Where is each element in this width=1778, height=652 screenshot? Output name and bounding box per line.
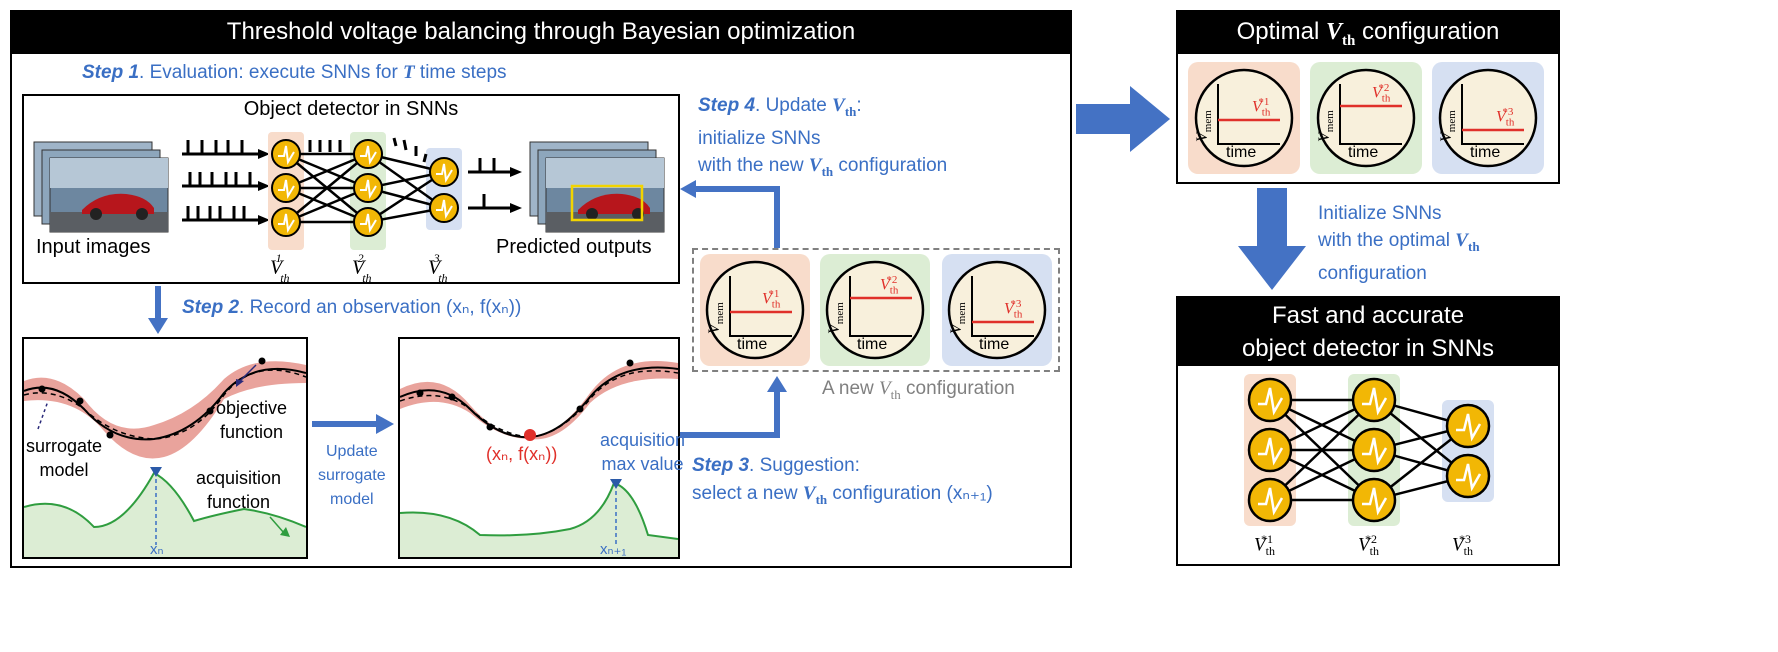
opt-vmem-3: Vmem — [1438, 110, 1459, 142]
step2-arrow — [148, 286, 168, 334]
neurons — [271, 139, 459, 237]
x-n-label: xₙ — [150, 541, 164, 558]
acquisition-area — [24, 473, 306, 557]
observation-point-label: (xₙ, f(xₙ)) — [486, 444, 558, 464]
car-icon — [82, 193, 154, 214]
new-config-box — [692, 248, 1060, 372]
input-spike-trains — [182, 140, 258, 222]
predicted-outputs-label: Predicted outputs — [496, 236, 652, 258]
plot-left — [24, 357, 306, 557]
input-images-label: Input images — [36, 236, 151, 258]
opt-time-3: time — [1470, 144, 1501, 161]
output-image-stack — [529, 141, 665, 233]
plot-right — [400, 359, 678, 557]
step4-arrow — [680, 180, 780, 248]
input-image-stack — [33, 141, 169, 233]
detector-title: Object detector in SNNs — [243, 98, 459, 120]
fast-label-1: Vth*1 — [1254, 532, 1275, 559]
new-observation-point — [524, 429, 536, 441]
optimal-title: Optimal Vth configuration — [1176, 10, 1560, 54]
step1-text: Step 1. Evaluation: execute SNNs for T t… — [82, 62, 507, 83]
detector-network — [33, 132, 665, 250]
new-time-2: time — [857, 336, 888, 353]
opt-time-1: time — [1226, 144, 1257, 161]
layer-label-1: Vth1 — [270, 251, 290, 285]
new-time-1: time — [737, 336, 768, 353]
membrane-plots-optimal — [1194, 68, 1538, 168]
layer-label-2: Vth2 — [352, 251, 372, 285]
new-vmem-1: Vmem — [706, 302, 727, 334]
step2-text: Step 2. Record an observation (xₙ, f(xₙ)… — [182, 297, 522, 318]
x-n1-label: xₙ₊₁ — [600, 541, 627, 558]
new-vmem-2: Vmem — [826, 302, 847, 334]
opt-vmem-2: Vmem — [1316, 110, 1337, 142]
bounding-box — [570, 184, 644, 222]
step3-text: Step 3. Suggestion: select a new Vth con… — [692, 455, 993, 507]
step3-arrow — [680, 376, 787, 438]
new-vth-3: Vth*3 — [1004, 298, 1023, 321]
fast-network — [1244, 374, 1494, 526]
opt-vth-2: Vth*2 — [1372, 82, 1391, 105]
layer-label-3: Vth3 — [428, 251, 448, 285]
update-arrow — [312, 414, 394, 434]
fast-label-3: Vth*3 — [1452, 532, 1473, 559]
new-vth-1: Vth*1 — [762, 288, 781, 311]
opt-vth-1: Vth*1 — [1252, 96, 1271, 119]
new-vmem-3: Vmem — [948, 302, 969, 334]
init-text: Initialize SNNs with the optimal Vth con… — [1318, 203, 1480, 284]
acquisition-curve — [24, 471, 306, 529]
fast-label-2: Vth*2 — [1358, 532, 1379, 559]
opt-time-2: time — [1348, 144, 1379, 161]
membrane-plots-new — [705, 260, 1047, 360]
opt-vmem-1: Vmem — [1194, 110, 1215, 142]
confidence-region — [24, 361, 306, 459]
new-vth-2: Vth*2 — [880, 274, 899, 297]
new-time-3: time — [979, 336, 1010, 353]
step4-text: Step 4. Update Vth: initialize SNNs with… — [698, 95, 948, 179]
main-title: Threshold voltage balancing through Baye… — [10, 10, 1072, 54]
big-arrow-right — [1076, 86, 1170, 152]
big-arrow-down — [1238, 188, 1306, 290]
opt-vth-3: Vth*3 — [1496, 106, 1515, 129]
new-config-caption: A new Vth configuration — [822, 378, 1015, 402]
